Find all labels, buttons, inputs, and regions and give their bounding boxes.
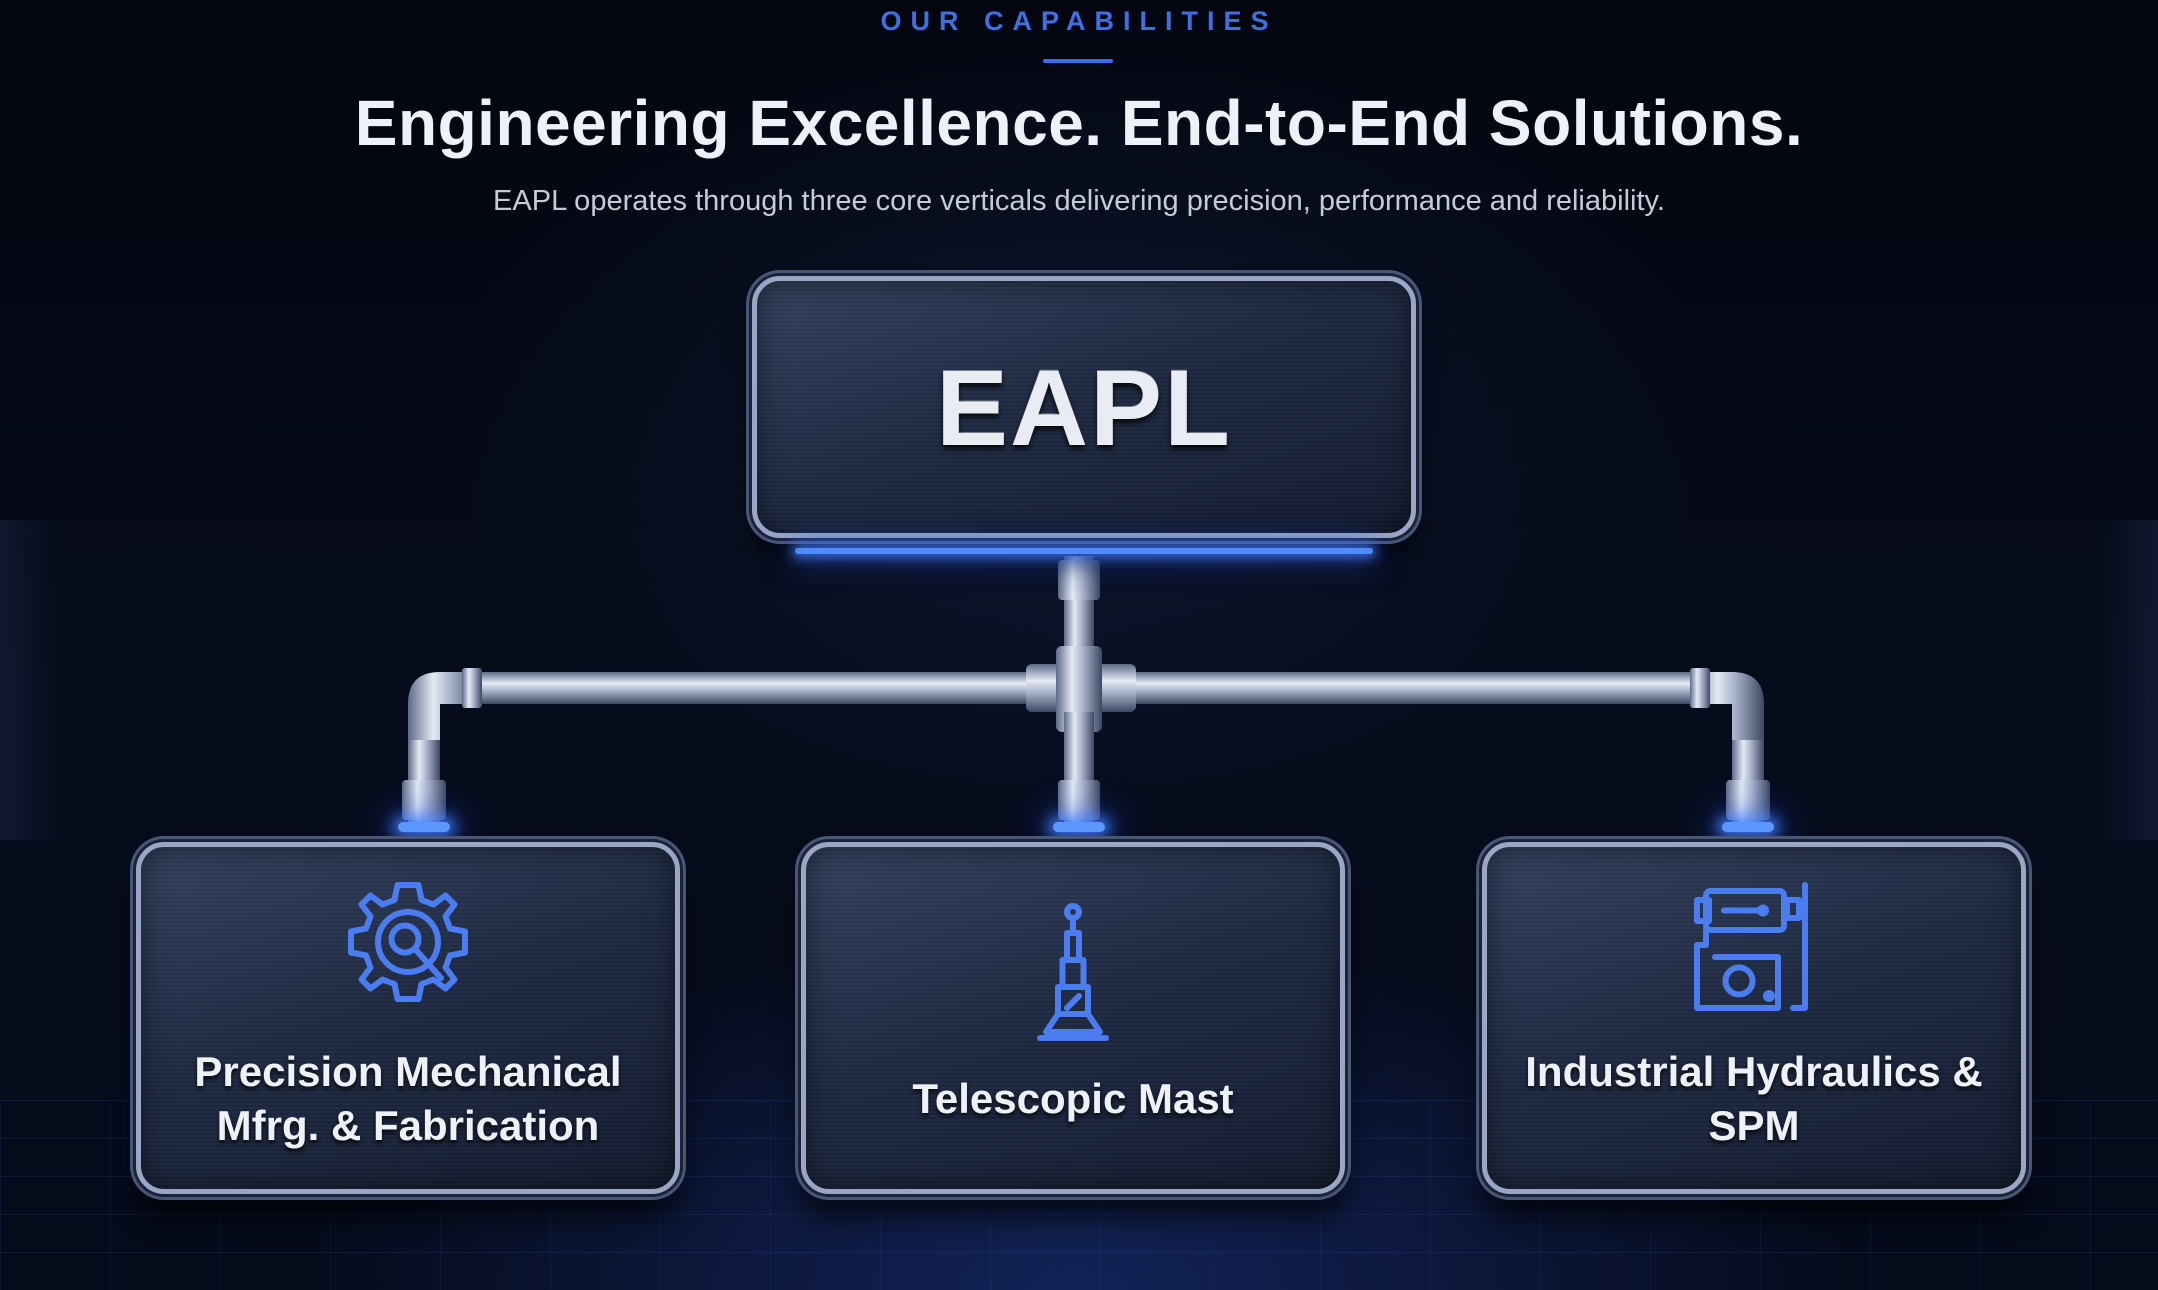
child-node-precision-mechanical: Precision Mechanical Mfrg. & Fabrication	[136, 842, 680, 1194]
child-node-telescopic-mast: Telescopic Mast	[801, 842, 1345, 1194]
hydraulic-machine-icon	[1694, 882, 1808, 1011]
eyebrow-underline	[1043, 59, 1113, 63]
gear-wrench-icon	[348, 882, 468, 1002]
section-subtitle: EAPL operates through three core vertica…	[493, 185, 1665, 217]
pipe-drop-right-collar	[1726, 780, 1770, 820]
child-node-label: Telescopic Mast	[912, 1075, 1234, 1122]
child-node-label: Precision Mechanical Mfrg. & Fabrication	[194, 1048, 622, 1149]
telescopic-mast-icon	[1037, 903, 1109, 1041]
joint-glow-center	[1053, 822, 1105, 832]
root-node-label: EAPL	[935, 346, 1233, 468]
pipe-stem-flange	[1058, 560, 1100, 600]
child-node-industrial-hydraulics: Industrial Hydraulics & SPM	[1482, 842, 2026, 1194]
pipe-horizontal-left	[440, 672, 1090, 704]
pipe-junction-v	[1056, 646, 1102, 732]
section-headline: Engineering Excellence. End-to-End Solut…	[354, 87, 1804, 159]
pipe-drop-left-collar	[402, 780, 446, 820]
pipe-horizontal-right	[1068, 672, 1718, 704]
pipe-drop-center-collar	[1058, 780, 1100, 820]
right-hex-decoration	[2098, 520, 2158, 840]
root-node-glow-strip	[795, 548, 1373, 554]
root-node: EAPL	[752, 276, 1416, 538]
joint-glow-left	[398, 822, 450, 832]
pipe-elbow-right-collar	[1690, 668, 1710, 708]
left-hex-decoration	[0, 520, 60, 840]
child-node-label: Industrial Hydraulics & SPM	[1525, 1048, 1983, 1149]
section-eyebrow: OUR CAPABILITIES	[880, 6, 1278, 36]
pipe-elbow-left-collar	[462, 668, 482, 708]
joint-glow-right	[1722, 822, 1774, 832]
